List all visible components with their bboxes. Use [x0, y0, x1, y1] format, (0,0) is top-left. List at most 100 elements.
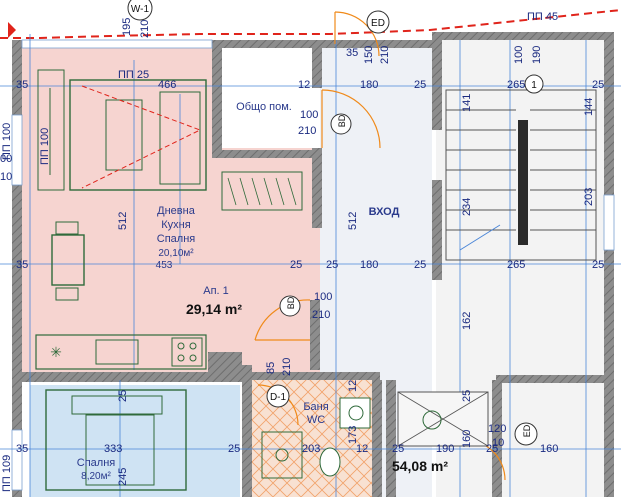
entrance-label: ВХОД	[369, 206, 400, 218]
dim-162: 162	[461, 312, 473, 330]
ed-bottom-tag-circle	[514, 422, 538, 446]
dim-160-a: 160	[461, 430, 473, 448]
dim-25-f: 25	[592, 259, 604, 271]
dim-pp45: ПП 45	[527, 11, 558, 23]
dim-25-e: 25	[414, 259, 426, 271]
dim-25-k: 25	[486, 443, 498, 455]
bedroom-pillows	[71, 395, 163, 415]
dim-180-b: 180	[360, 259, 378, 271]
dim-234: 234	[461, 198, 473, 216]
wall-elevator-left	[386, 380, 396, 497]
dim-pp109: ПП 109	[1, 455, 13, 492]
wardrobe-left	[37, 69, 65, 191]
dim-210-b: 210	[379, 46, 391, 64]
burner-icon	[177, 342, 185, 350]
wall-bath-top	[250, 372, 380, 380]
bed-pillow	[105, 99, 143, 171]
dim-25-i: 25	[228, 443, 240, 455]
common-door-swing	[321, 89, 381, 149]
d1-tag: D-1	[270, 392, 287, 403]
ed-bottom-tag: ED	[522, 424, 532, 437]
wall-common-right-top	[312, 48, 322, 88]
dim-25-g: 25	[117, 390, 129, 402]
dim-85: 85	[265, 362, 277, 374]
living-room-label-1: Дневна	[157, 205, 196, 217]
dim-35-a: 35	[346, 47, 358, 59]
dim-100-ap: 100	[314, 291, 332, 303]
dim-12-c: 12	[356, 443, 368, 455]
sink	[95, 339, 139, 365]
bedroom-fill	[30, 385, 240, 497]
dim-100-a: 100	[513, 46, 525, 64]
window-left-bottom	[11, 429, 23, 491]
dim-333: 333	[104, 443, 122, 455]
apartment-area: 29,14 m²	[186, 301, 242, 317]
dim-210-top: 210	[139, 20, 151, 38]
dim-12-b: 12	[347, 380, 359, 392]
dim-190-b: 190	[436, 443, 454, 455]
wall-apartment-right	[310, 300, 320, 370]
bd-common-tag: BD	[337, 114, 347, 127]
dim-25-d: 25	[326, 259, 338, 271]
dim-150: 150	[363, 46, 375, 64]
bd-apartment-tag-circle	[279, 295, 301, 317]
dim-35-b: 35	[16, 79, 28, 91]
bedroom-label: Спалня	[77, 457, 116, 469]
apartment-label: Ап. 1	[203, 285, 229, 297]
d1-tag-circle	[266, 384, 290, 408]
dim-190-a: 190	[531, 46, 543, 64]
bedroom-area: 8,20м²	[81, 471, 111, 482]
dim-245: 245	[117, 468, 129, 486]
dim-25-b: 25	[592, 79, 604, 91]
window-top-left	[21, 39, 213, 49]
dim-210-ap: 210	[312, 309, 330, 321]
boundary-dash-line	[0, 9, 621, 39]
living-room-label-2: Кухня	[161, 219, 190, 231]
dim-173: 173	[347, 426, 359, 444]
dim-160-b: 160	[540, 443, 558, 455]
window-right	[603, 194, 615, 251]
stair-tag-circle	[524, 74, 544, 94]
dim-35-d: 35	[16, 443, 28, 455]
dim-210-d1: 210	[281, 358, 293, 376]
dim-180-a: 180	[360, 79, 378, 91]
common-room-label: Общо пом.	[236, 101, 292, 113]
wall-top-right	[432, 32, 612, 40]
dim-00: 00	[0, 153, 12, 165]
wall-elevator-right	[492, 380, 502, 497]
wheelchair-icon	[422, 410, 442, 430]
apartment-door-swing	[254, 299, 311, 341]
window-tag: W-1	[131, 4, 150, 15]
living-room-label-3: Спалня	[157, 233, 196, 245]
chair-bottom	[55, 287, 79, 301]
bd-common-tag-circle	[330, 113, 352, 135]
wall-stair-left-lower	[432, 180, 442, 280]
bedroom-bed	[45, 389, 187, 491]
wall-bedroom-top	[22, 372, 242, 382]
stair-arrow	[459, 224, 501, 251]
bd-apartment-tag: BD	[286, 296, 296, 309]
chair-top	[55, 221, 79, 235]
wall-common-left	[212, 48, 222, 158]
elevator-cross-b	[397, 391, 489, 447]
wardrobe-hatching	[227, 177, 297, 206]
bed-blanket	[159, 91, 201, 185]
sparkle-icon: ✳	[50, 344, 62, 360]
bedroom-blanket	[85, 414, 155, 486]
dim-pp100-inner: ПП 100	[39, 128, 51, 165]
stove	[171, 337, 203, 367]
living-room-code: 453	[156, 260, 173, 271]
dim-100-common: 100	[300, 109, 318, 121]
total-area: 54,08 m²	[392, 458, 448, 474]
bath-label-2: WC	[307, 414, 325, 426]
top-door-swing	[334, 11, 380, 57]
toilet	[319, 447, 341, 477]
dim-141: 141	[461, 94, 473, 112]
dim-210-common: 210	[298, 125, 316, 137]
dimension-lines	[0, 34, 621, 497]
dining-table	[51, 234, 85, 286]
boundary-marker-icon	[8, 22, 16, 38]
dim-466: 466	[158, 79, 176, 91]
wall-right	[604, 32, 614, 497]
